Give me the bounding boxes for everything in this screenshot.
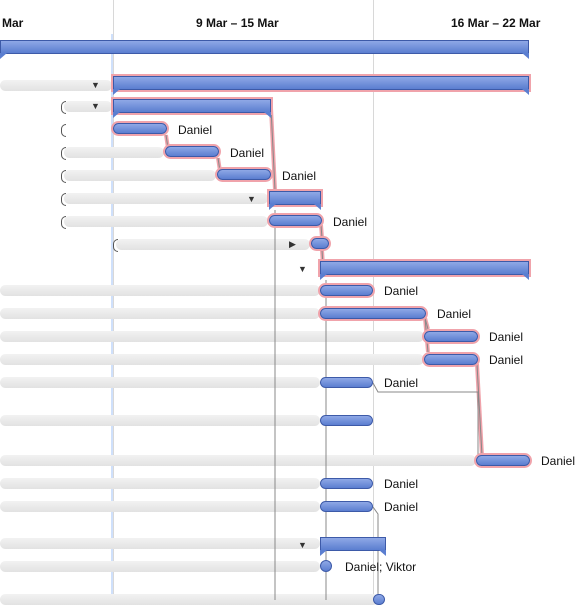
row-background: [64, 147, 164, 158]
task-bar[interactable]: [320, 501, 373, 512]
row-background: [0, 501, 320, 512]
task-bar[interactable]: [269, 215, 322, 226]
task-bar[interactable]: [320, 478, 373, 489]
resource-label: Daniel: [384, 500, 419, 514]
task-bar[interactable]: [217, 169, 271, 180]
resource-label: Daniel: [282, 169, 317, 183]
summary-bar[interactable]: [113, 99, 271, 118]
summary-bar[interactable]: [269, 191, 321, 210]
row-background: [0, 285, 320, 296]
week-divider: [373, 0, 374, 600]
week-divider: [113, 0, 114, 600]
row-background: [0, 354, 424, 365]
row-background: [116, 239, 310, 250]
resource-label: Daniel: [489, 330, 524, 344]
collapse-triangle-icon[interactable]: ▼: [91, 80, 100, 90]
row-bracket: [61, 124, 66, 137]
collapse-triangle-icon[interactable]: ▼: [91, 101, 100, 111]
milestone-bar[interactable]: [311, 238, 329, 249]
summary-bar[interactable]: [113, 76, 529, 95]
row-bracket: [113, 239, 118, 252]
summary-bar[interactable]: [320, 537, 386, 556]
expand-triangle-icon[interactable]: ▶: [289, 239, 296, 249]
row-background: [0, 538, 320, 549]
row-background: [0, 80, 112, 91]
task-bar[interactable]: [320, 285, 373, 296]
milestone-marker[interactable]: [320, 560, 332, 572]
task-bar[interactable]: [113, 123, 167, 134]
row-background: [0, 377, 320, 388]
row-background: [0, 455, 476, 466]
row-bracket: [61, 101, 66, 114]
week-label: 16 Mar – 22 Mar: [451, 16, 541, 30]
collapse-triangle-icon[interactable]: ▼: [247, 194, 256, 204]
resource-label: Daniel; Viktor: [345, 560, 417, 574]
collapse-triangle-icon[interactable]: ▼: [298, 264, 307, 274]
task-bar[interactable]: [165, 146, 219, 157]
row-background: [0, 308, 320, 319]
task-bar[interactable]: [476, 455, 530, 466]
row-background: [64, 216, 268, 227]
timeline-header: Mar 9 Mar – 15 Mar 16 Mar – 22 Mar: [0, 0, 578, 34]
row-background: [0, 415, 320, 426]
week-label: Mar: [2, 16, 24, 30]
task-bar[interactable]: [320, 308, 426, 319]
row-bracket: [61, 147, 66, 160]
resource-label: Daniel: [333, 215, 368, 229]
resource-label: Daniel: [230, 146, 265, 160]
task-bar[interactable]: [320, 415, 373, 426]
resource-label: Daniel: [384, 477, 419, 491]
resource-label: Daniel: [384, 284, 419, 298]
week-label: 9 Mar – 15 Mar: [196, 16, 279, 30]
row-bracket: [61, 193, 66, 206]
row-background: [0, 331, 424, 342]
row-background: [64, 101, 112, 112]
task-bar[interactable]: [424, 354, 478, 365]
row-background: [64, 170, 216, 181]
resource-label: Daniel: [489, 353, 524, 367]
row-bracket: [61, 170, 66, 183]
resource-label: Daniel: [541, 454, 576, 468]
row-bracket: [61, 216, 66, 229]
row-background: [0, 478, 320, 489]
row-background: [64, 193, 268, 204]
resource-label: Daniel: [178, 123, 213, 137]
resource-label: Daniel: [384, 376, 419, 390]
collapse-triangle-icon[interactable]: ▼: [298, 540, 307, 550]
resource-label: Daniel: [437, 307, 472, 321]
row-background: [0, 561, 320, 572]
task-bar[interactable]: [424, 331, 478, 342]
task-bar[interactable]: [320, 377, 373, 388]
summary-bar[interactable]: [0, 40, 529, 59]
summary-bar[interactable]: [320, 261, 529, 280]
